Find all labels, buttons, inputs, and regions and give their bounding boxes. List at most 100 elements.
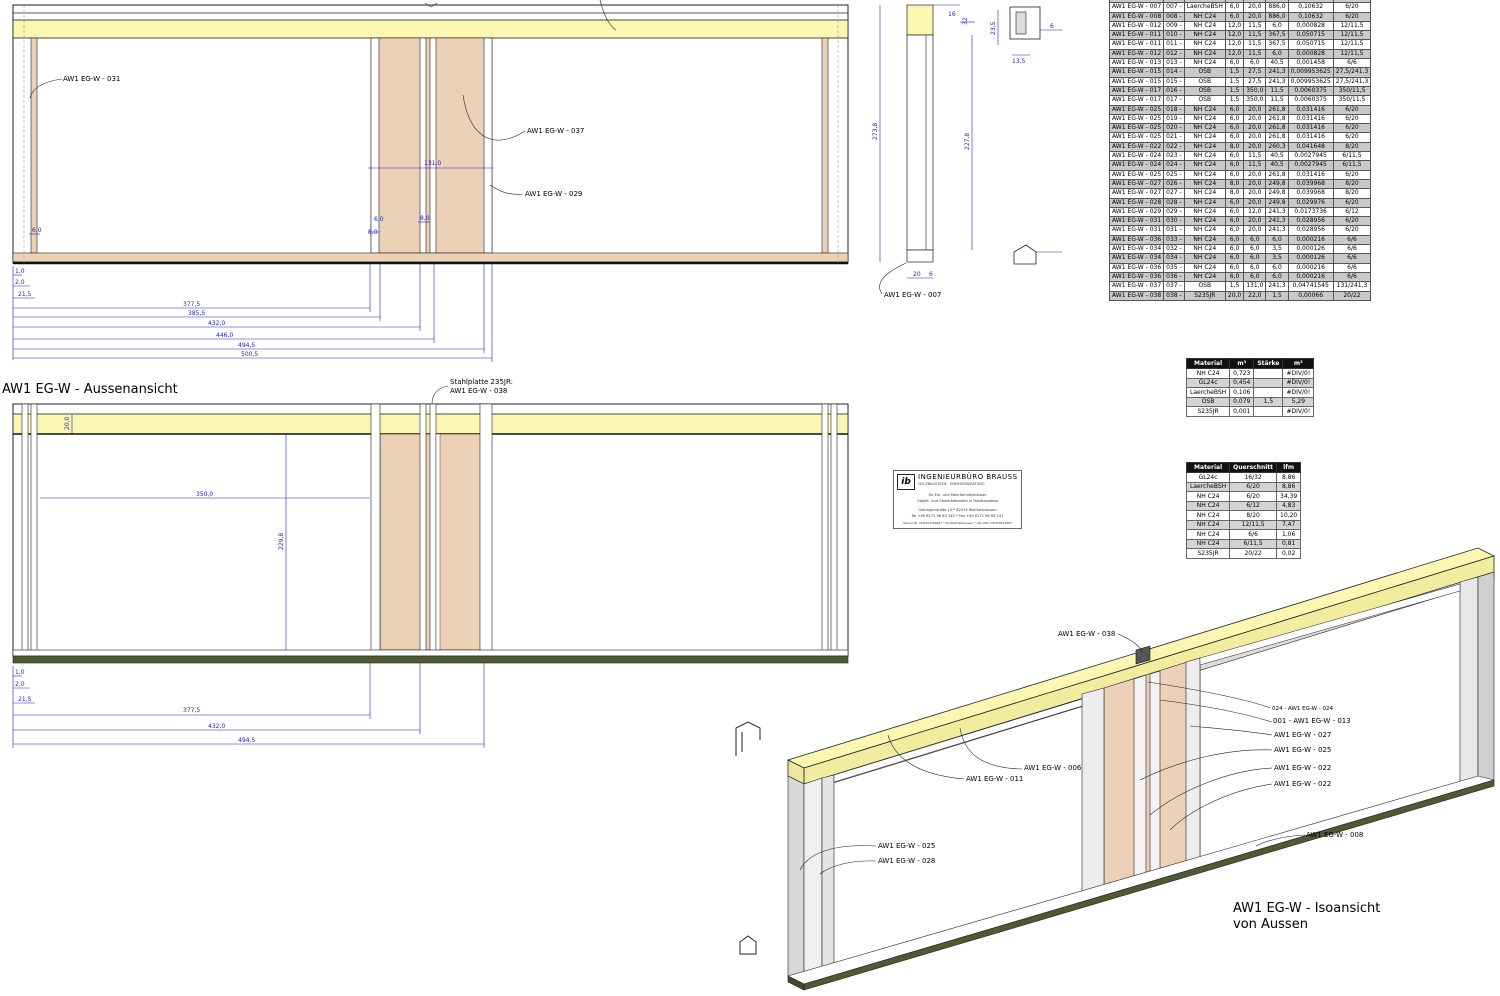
table-cell bbox=[1253, 406, 1284, 417]
table-cell: 0,000216 bbox=[1287, 234, 1334, 246]
table-cell: 020 - bbox=[1163, 123, 1185, 134]
table-cell: 6,0 bbox=[1224, 253, 1245, 264]
table-header: m² bbox=[1282, 358, 1315, 369]
table-cell: 20,0 bbox=[1243, 178, 1267, 190]
dim-446: 446,0 bbox=[216, 332, 233, 339]
table-cell: 6,0 bbox=[1224, 11, 1245, 22]
table-cell: 261,8 bbox=[1265, 123, 1289, 134]
table-cell: OSB bbox=[1183, 85, 1226, 97]
table-cell: 6,0 bbox=[1243, 58, 1267, 69]
table-cell: 0,028956 bbox=[1287, 216, 1334, 227]
table-cell: 0,050715 bbox=[1287, 30, 1334, 41]
label-stahl: Stahlplatte 235JR: bbox=[450, 378, 513, 386]
iso-label-028: AW1 EG-W - 028 bbox=[878, 857, 935, 865]
table-cell: 6/6 bbox=[1332, 243, 1372, 255]
dim-494-5: 494,5 bbox=[238, 342, 255, 349]
table-cell: 11,5 bbox=[1265, 85, 1289, 97]
dim-20s: 20 bbox=[913, 271, 921, 278]
table-cell: AW1 EG-W - 031 bbox=[1108, 225, 1165, 236]
dim-350: 350,0 bbox=[196, 491, 213, 498]
table-cell: 1,5 bbox=[1224, 85, 1245, 97]
table-cell: 20/22 bbox=[1332, 290, 1372, 301]
table-cell: 8,0 bbox=[1224, 178, 1245, 190]
table-cell bbox=[1253, 387, 1284, 398]
table-cell: 367,5 bbox=[1265, 39, 1289, 50]
table-cell: 015 - bbox=[1163, 76, 1185, 87]
table-cell: OSB bbox=[1183, 281, 1226, 292]
table-cell: 6,0 bbox=[1224, 2, 1245, 13]
table-cell: 8/20 bbox=[1229, 510, 1278, 521]
table-cell: 6,0 bbox=[1224, 197, 1245, 208]
table-cell: 6,0 bbox=[1243, 262, 1267, 273]
table-cell: 024 - bbox=[1163, 160, 1185, 171]
table-cell: LaercheBSH bbox=[1185, 481, 1231, 492]
table-cell: 6/6 bbox=[1332, 262, 1372, 273]
table-cell: 6/20 bbox=[1332, 216, 1372, 227]
table-cell: AW1 EG-W - 011 bbox=[1108, 39, 1165, 50]
table-cell: 20,0 bbox=[1243, 216, 1267, 227]
table-cell: 033 - bbox=[1163, 234, 1185, 246]
table-header: Stärke bbox=[1253, 358, 1284, 369]
table-cell: 4,83 bbox=[1276, 500, 1302, 511]
table-cell: NH C24 bbox=[1185, 519, 1231, 530]
table-cell: NH C24 bbox=[1183, 39, 1226, 50]
table-cell: 20,0 bbox=[1243, 11, 1267, 22]
iso-label-025b: AW1 EG-W - 025 bbox=[878, 842, 935, 850]
table-cell: 350,0 bbox=[1243, 85, 1267, 97]
table-cell: AW1 EG-W - 028 bbox=[1108, 197, 1165, 208]
table-cell: NH C24 bbox=[1183, 243, 1226, 255]
table-cell: 6,0 bbox=[1224, 262, 1245, 273]
dim-20: 20,0 bbox=[64, 416, 71, 430]
table-cell: 20,0 bbox=[1243, 113, 1267, 125]
table-cell: 0,079 bbox=[1229, 396, 1255, 407]
table-cell: NH C24 bbox=[1183, 169, 1226, 180]
table-cell: 1,06 bbox=[1276, 529, 1302, 540]
table-cell: 8/20 bbox=[1332, 188, 1372, 199]
iso-label-013: 001 - AW1 EG-W - 013 bbox=[1273, 717, 1351, 725]
table-cell: NH C24 bbox=[1183, 234, 1226, 246]
dim-2: 2,0 bbox=[15, 279, 25, 286]
section-detail: 273,8 227,8 16 32 20 6 AW1 EG-W - 007 23… bbox=[872, 4, 1062, 299]
table-cell: 8/20 bbox=[1332, 178, 1372, 190]
table-cell: NH C24 bbox=[1183, 188, 1226, 199]
table-cell: 1,5 bbox=[1265, 290, 1289, 301]
table-cell: 12,0 bbox=[1224, 30, 1245, 41]
table-cell: 036 - bbox=[1163, 271, 1185, 283]
table-cell: AW1 EG-W - 024 bbox=[1108, 151, 1165, 162]
table-cell: 40,5 bbox=[1265, 58, 1289, 69]
table-cell: 131,0 bbox=[1243, 281, 1267, 292]
section-marker-icon bbox=[1013, 244, 1037, 265]
table-cell: 026 - bbox=[1163, 178, 1185, 190]
table-cell: 6,0 bbox=[1224, 271, 1245, 283]
title-aussenansicht: AW1 EG-W - Aussenansicht bbox=[2, 382, 178, 397]
table-cell: 12/11,5 bbox=[1332, 20, 1372, 32]
table-cell: 019 - bbox=[1163, 113, 1185, 125]
dim-b21-5: 21,5 bbox=[18, 696, 32, 703]
table-cell: 6,0 bbox=[1243, 253, 1267, 264]
table-cell: S235JR bbox=[1185, 406, 1231, 417]
table-cell: 20,0 bbox=[1243, 225, 1267, 236]
table-row: AW1 EG-W - 006006 -GL24c16,032,0886,00,4… bbox=[1108, 0, 1372, 4]
label-029: AW1 EG-W - 029 bbox=[525, 190, 582, 198]
table-cell: NH C24 bbox=[1183, 113, 1226, 125]
table-cell: 20,0 bbox=[1243, 141, 1267, 153]
table-cell: 028 - bbox=[1163, 197, 1185, 208]
table-cell: 40,5 bbox=[1265, 160, 1289, 171]
company-line-2: Objekt- und Gewerbebauten in Holzbauweis… bbox=[916, 499, 999, 503]
table-cell: 0,02 bbox=[1276, 548, 1302, 559]
table-cell: AW1 EG-W - 037 bbox=[1108, 281, 1165, 292]
top-elevation: 6,0 131,0 6,0 8,0 8,0 1,0 2,0 21,5 377,5… bbox=[12, 0, 849, 362]
company-sub: HOLZBAUSTATIK · ENERGIEBERATUNG bbox=[918, 482, 985, 486]
